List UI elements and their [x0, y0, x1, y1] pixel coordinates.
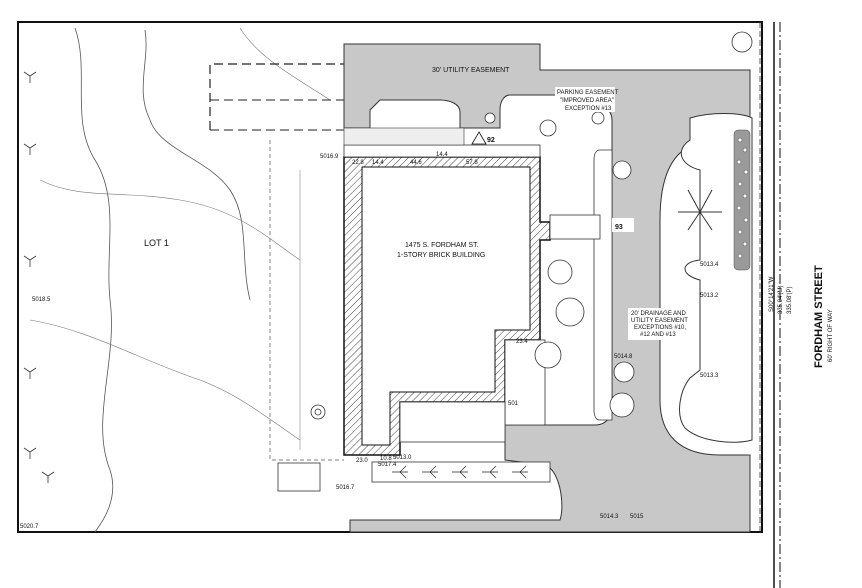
spot-elevation: 5013.4	[700, 262, 719, 268]
utility-easement-label: 30' UTILITY EASEMENT	[432, 67, 510, 74]
dimension-label: 57.8	[466, 160, 478, 166]
contour-line	[29, 319, 301, 441]
dimension-label: 22.8	[352, 160, 364, 166]
dimension-label: 14.4	[372, 160, 384, 166]
spot-elevation: 5013.0	[393, 455, 412, 461]
bearing-label: S00°14'21"W	[769, 276, 775, 312]
drainage-easement-line3: EXCEPTIONS #10,	[634, 325, 686, 331]
drainage-easement-line1: 20' DRAINAGE AND	[631, 311, 686, 317]
dimension-label: 14.4	[436, 152, 448, 158]
gravel-strip	[733, 129, 751, 271]
contour-line	[74, 27, 114, 533]
spot-elevation: 5016.9	[320, 154, 339, 160]
manhole	[314, 408, 322, 416]
lot-label: LOT 1	[144, 238, 169, 248]
building-label-line2: 1-STORY BRICK BUILDING	[397, 252, 485, 259]
building-label-line1: 1475 S. FORDHAM ST.	[405, 242, 479, 249]
parking-easement-line1: PARKING EASEMENT	[557, 90, 619, 96]
paved-area	[343, 43, 751, 533]
gravel-texture	[736, 137, 749, 259]
street-right-of-way: 60' RIGHT OF WAY	[828, 309, 834, 362]
parking-easement-line2: "IMPROVED AREA"	[560, 98, 614, 104]
sidewalk	[343, 127, 465, 146]
dimension-label: 44.6	[410, 160, 422, 166]
spot-elevation: 501	[508, 401, 519, 407]
distance-measured: 335.04'(M)	[778, 286, 784, 315]
tree	[484, 31, 753, 418]
walkway	[549, 214, 601, 240]
street-name: FORDHAM STREET	[813, 265, 825, 368]
spot-elevation: 5013.2	[700, 293, 719, 299]
drainage-easement-line2: UTILITY EASEMENT	[631, 318, 688, 324]
marker-93-box	[612, 218, 634, 232]
spot-elevation: 5016.7	[336, 485, 355, 491]
landscape-island	[593, 149, 613, 421]
contour-line	[239, 27, 331, 101]
star-tree	[678, 189, 722, 231]
spot-elevation: 5018.5	[32, 297, 51, 303]
trash-enclosure	[277, 462, 321, 492]
tree-line-left	[23, 71, 55, 483]
dimension-label: 23.4	[516, 339, 528, 345]
distance-platted: 335.08'(P)	[787, 287, 793, 315]
shrub-row	[392, 465, 528, 479]
contour-line	[142, 29, 251, 301]
marker-92: 92	[487, 137, 495, 144]
setback-line	[269, 140, 344, 461]
drainage-easement-callout	[628, 308, 692, 340]
spot-elevation: 5013.3	[700, 373, 719, 379]
spot-elevation: 5015	[630, 514, 644, 520]
drainage-easement-line4: #12 AND #13	[640, 332, 676, 338]
property-boundary	[17, 21, 763, 533]
walkway	[399, 401, 506, 443]
dimension-label: 10.8	[380, 456, 392, 462]
manhole	[310, 404, 326, 420]
building-footprint	[361, 166, 531, 446]
dimension-label: 23.0	[356, 458, 368, 464]
spot-elevation: 5014.3	[600, 514, 619, 520]
spot-elevation: 5014.8	[614, 354, 633, 360]
marker-93: 93	[615, 224, 623, 231]
contour-line	[39, 179, 301, 261]
parking-easement-line3: EXCEPTION #13	[565, 106, 612, 112]
marker-92-triangle	[471, 131, 487, 145]
spot-elevation: 5017.4	[378, 462, 397, 468]
parking-easement-callout	[555, 87, 615, 112]
spot-elevation: 5020.7	[20, 524, 39, 530]
